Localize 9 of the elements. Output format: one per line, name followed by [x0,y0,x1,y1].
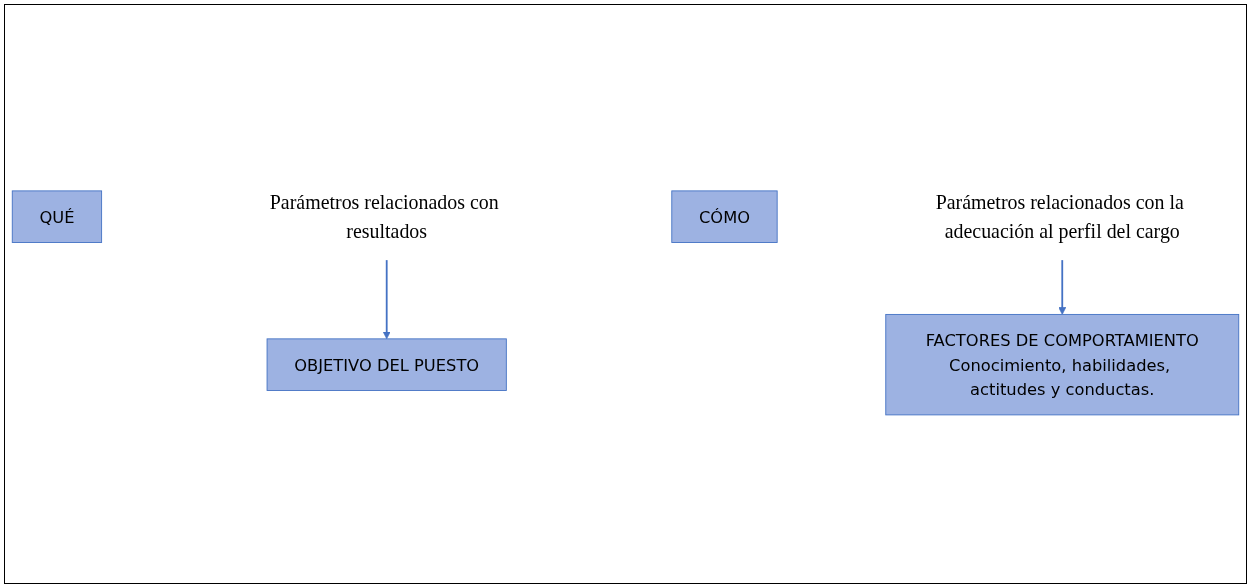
arrow [382,259,391,340]
arrow [1058,259,1067,315]
node-text: Parámetros relacionados con resultados [269,190,499,243]
frame: QUÉ Parámetros relacionados con resultados OBJETIVO DEL PUESTO CÓMO Parámetros relacionados con la adecuación al perfil del cargo FACTORES DE COMPORTAMIENTO Conocimiento, habilidades, actitudes y conductas. [4,4,1247,584]
node-box [885,313,1240,416]
node-text: Parámetros relacionados con la adecuación al perfil del cargo [935,190,1184,243]
node-box [11,190,103,243]
node-box [671,190,778,243]
node-box [266,338,507,391]
